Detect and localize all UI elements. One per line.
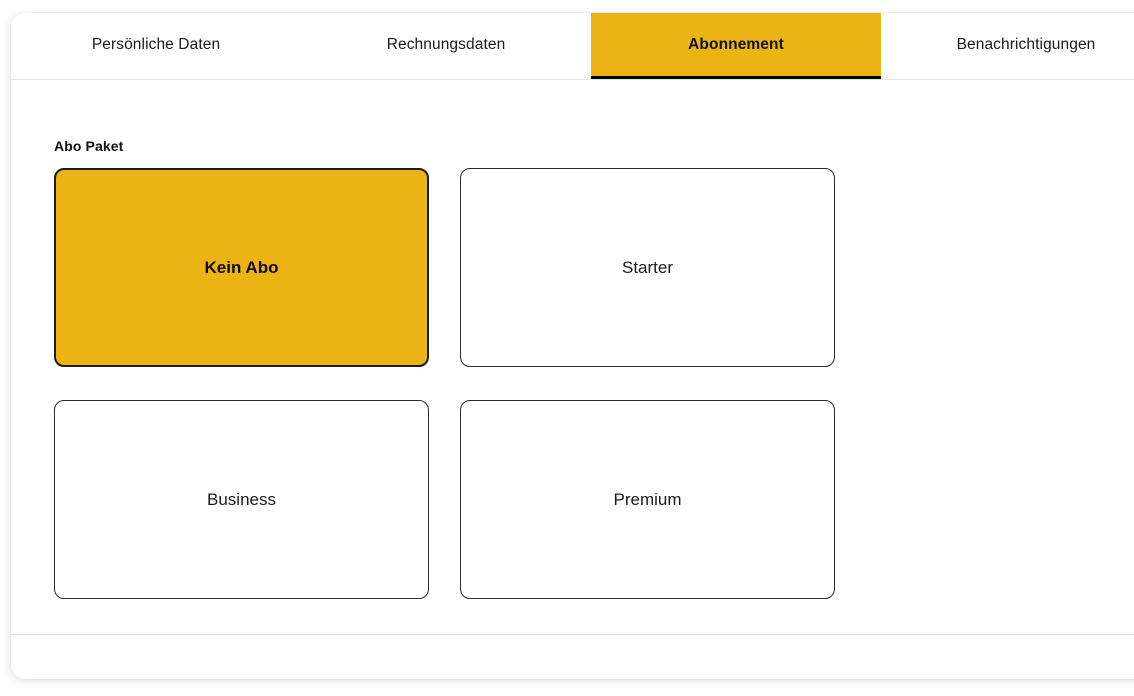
settings-panel: Persönliche Daten Rechnungsdaten Abonnem… (11, 13, 1134, 679)
tab-benachrichtigungen[interactable]: Benachrichtigungen (881, 13, 1134, 79)
plan-grid: Kein Abo Starter Business Premium (54, 168, 838, 599)
footer-divider (11, 634, 1134, 635)
plan-card-kein-abo[interactable]: Kein Abo (54, 168, 429, 367)
plan-card-business[interactable]: Business (54, 400, 429, 599)
tab-abonnement[interactable]: Abonnement (591, 13, 881, 79)
plan-card-label: Starter (621, 257, 674, 277)
plan-card-label: Business (207, 489, 276, 509)
tab-rechnungsdaten[interactable]: Rechnungsdaten (301, 13, 591, 79)
section-title-abo-paket: Abo Paket (54, 138, 124, 154)
tab-label: Benachrichtigungen (956, 35, 1096, 53)
tab-label: Abonnement (688, 35, 784, 53)
tab-persoenliche-daten[interactable]: Persönliche Daten (11, 13, 301, 79)
plan-card-premium[interactable]: Premium (460, 400, 835, 599)
plan-card-label: Kein Abo (204, 257, 279, 277)
settings-tabbar: Persönliche Daten Rechnungsdaten Abonnem… (11, 13, 1134, 80)
tab-label: Persönliche Daten (91, 35, 221, 53)
plan-card-starter[interactable]: Starter (460, 168, 835, 367)
plan-card-label: Premium (613, 489, 682, 509)
settings-panel-body: Abo Paket Kein Abo Starter Business Prem… (11, 80, 1134, 679)
tab-label: Rechnungsdaten (386, 35, 506, 53)
